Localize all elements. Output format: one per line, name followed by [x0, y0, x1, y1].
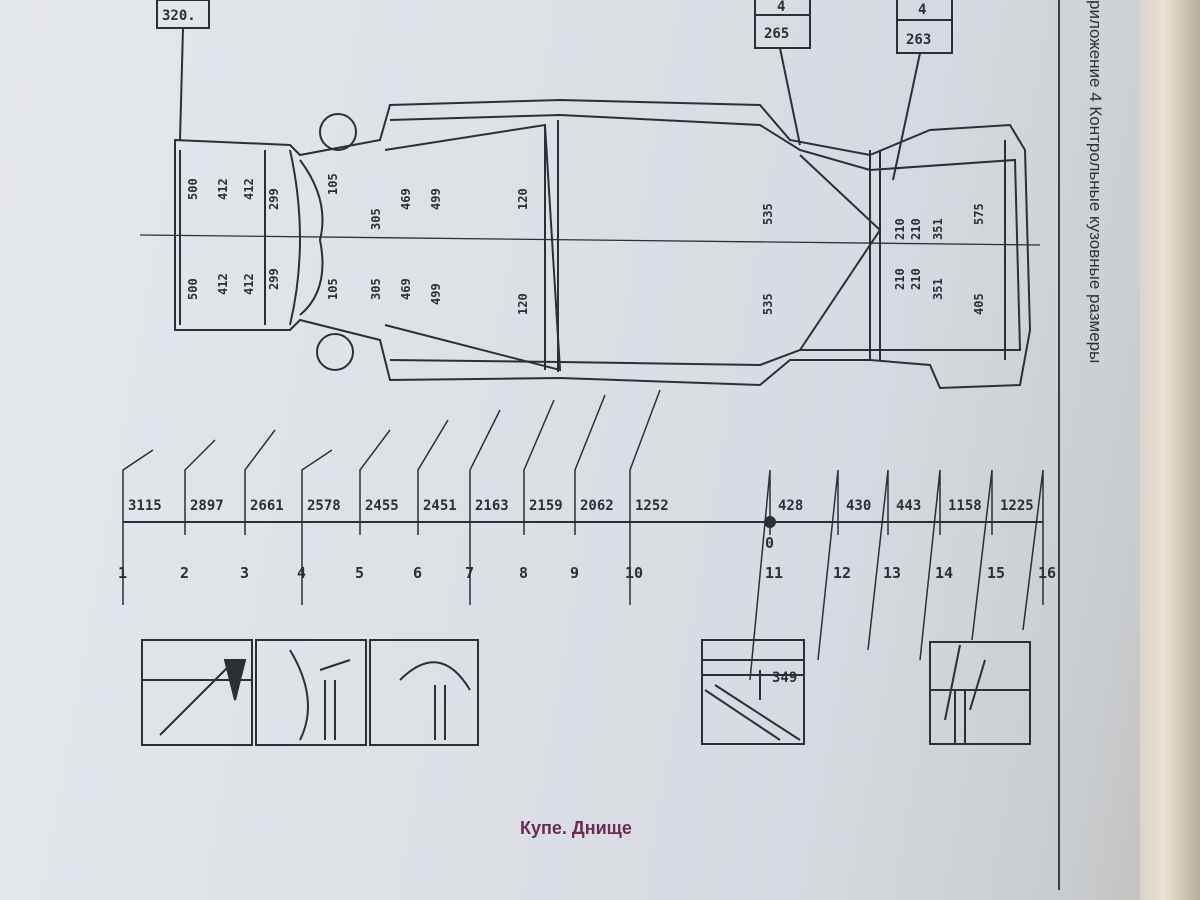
- side-rule: [1058, 0, 1060, 890]
- station-dimension: 2455: [365, 498, 399, 514]
- station-dimension: 1225: [1000, 498, 1034, 514]
- station-dimension: 2897: [190, 498, 224, 514]
- station-label: 2: [180, 564, 189, 582]
- station-dimension: 2661: [250, 498, 284, 514]
- svg-text:500: 500: [186, 178, 200, 200]
- station-label: 9: [570, 564, 579, 582]
- station-label: 5: [355, 564, 364, 582]
- origin-label: 0: [765, 534, 774, 552]
- station-label: 10: [625, 564, 643, 582]
- svg-text:305: 305: [369, 208, 383, 230]
- station-leader: [867, 469, 889, 651]
- underbody-outline: [139, 98, 1041, 390]
- svg-text:469: 469: [399, 278, 413, 300]
- station-label: 13: [883, 564, 901, 582]
- svg-text:105: 105: [326, 278, 340, 300]
- svg-text:535: 535: [761, 293, 775, 315]
- station-leader: [817, 469, 839, 661]
- svg-text:349: 349: [772, 670, 797, 686]
- svg-text:263: 263: [906, 32, 931, 48]
- station-label: 12: [833, 564, 851, 582]
- svg-text:210: 210: [909, 268, 923, 290]
- svg-text:4: 4: [777, 0, 785, 15]
- station-dimension: 2062: [580, 498, 614, 514]
- station-leader: [574, 394, 606, 535]
- station-leader: [122, 449, 154, 605]
- svg-text:299: 299: [267, 268, 281, 290]
- svg-text:499: 499: [429, 283, 443, 305]
- station-leader: [1022, 469, 1044, 631]
- station-label: 16: [1038, 564, 1056, 582]
- station-dimension: 2451: [423, 498, 457, 514]
- svg-text:120: 120: [516, 188, 530, 210]
- detail-10: [701, 639, 805, 745]
- station-dimension: 430: [846, 498, 871, 514]
- svg-text:265: 265: [764, 26, 789, 42]
- svg-text:500: 500: [186, 278, 200, 300]
- station-dimension: 2159: [529, 498, 563, 514]
- station-leader: [301, 449, 333, 605]
- station-leader: [359, 429, 391, 535]
- svg-text:305: 305: [369, 278, 383, 300]
- svg-text:405: 405: [972, 293, 986, 315]
- station-leader: [184, 439, 216, 535]
- station-dimension: 1158: [948, 498, 982, 514]
- station-label: 14: [935, 564, 953, 582]
- station-dimension: 428: [778, 498, 803, 514]
- svg-text:299: 299: [267, 188, 281, 210]
- station-leader: [629, 389, 661, 605]
- svg-text:499: 499: [429, 188, 443, 210]
- callout-265: 4 265: [754, 0, 811, 146]
- svg-text:351: 351: [931, 278, 945, 300]
- svg-text:120: 120: [516, 293, 530, 315]
- svg-text:412: 412: [216, 273, 230, 295]
- svg-text:210: 210: [909, 218, 923, 240]
- svg-text:105: 105: [326, 173, 340, 195]
- svg-text:320.: 320.: [162, 8, 196, 24]
- svg-text:351: 351: [931, 218, 945, 240]
- svg-text:210: 210: [893, 218, 907, 240]
- figure-caption: Купе. Днище: [520, 818, 632, 838]
- station-leader: [417, 419, 449, 535]
- detail-7: [369, 639, 479, 746]
- station-leader: [971, 469, 993, 641]
- station-label: 6: [413, 564, 422, 582]
- station-label: 8: [519, 564, 528, 582]
- station-label: 11: [765, 564, 783, 582]
- svg-text:412: 412: [242, 273, 256, 295]
- detail-4: [255, 639, 367, 746]
- station-dimension: 3115: [128, 498, 162, 514]
- station-leader: [244, 429, 276, 535]
- station-label: 7: [465, 564, 474, 582]
- station-leader: [749, 469, 771, 681]
- station-dimension: 2163: [475, 498, 509, 514]
- svg-text:575: 575: [972, 203, 986, 225]
- detail-1: [141, 639, 253, 746]
- station-label: 4: [297, 564, 306, 582]
- station-leader: [469, 409, 501, 605]
- callout-320: 320.: [156, 0, 210, 141]
- detail-16: [929, 641, 1031, 745]
- svg-text:210: 210: [893, 268, 907, 290]
- station-dimension: 1252: [635, 498, 669, 514]
- station-label: 1: [118, 564, 127, 582]
- station-leader: [523, 399, 555, 535]
- svg-text:469: 469: [399, 188, 413, 210]
- detail-views: 349: [141, 639, 1031, 746]
- callout-263: 4 263: [892, 0, 953, 181]
- station-dimension: 443: [896, 498, 921, 514]
- svg-text:4: 4: [918, 2, 926, 18]
- station-leader: [919, 469, 941, 661]
- station-label: 15: [987, 564, 1005, 582]
- page-edge: [1140, 0, 1200, 900]
- station-label: 3: [240, 564, 249, 582]
- stations: 1311522897326614257852455624517216382159…: [118, 389, 1056, 681]
- svg-text:535: 535: [761, 203, 775, 225]
- svg-text:412: 412: [216, 178, 230, 200]
- front-dimensions: 500 500 412 412 412 412 299 299 105 105 …: [186, 173, 530, 315]
- rear-dimensions: 535 535 210 210 210 210 351 351 575 405: [761, 203, 986, 315]
- station-dimension: 2578: [307, 498, 341, 514]
- svg-text:412: 412: [242, 178, 256, 200]
